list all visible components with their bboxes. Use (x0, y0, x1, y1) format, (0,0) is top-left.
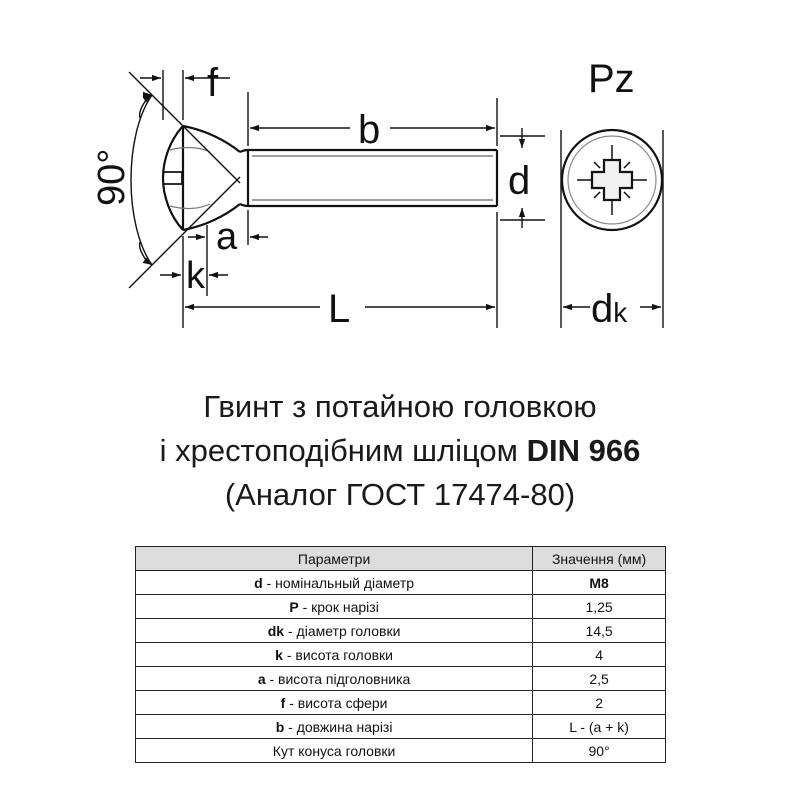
param-description: - діаметр головки (284, 622, 401, 639)
param-symbol: dk (267, 622, 285, 639)
dimension-lines (128, 70, 545, 328)
param-value: L - (a + k) (532, 714, 666, 739)
param-description: - довжина нарізі (284, 718, 393, 735)
param-cell: dk - діаметр головки (134, 618, 534, 643)
param-cell: Кут конуса головки (134, 738, 534, 763)
label-angle: 90° (91, 149, 133, 206)
screw-side-view (161, 124, 499, 232)
product-title: Гвинт з потайною головкою і хрестоподібн… (0, 385, 800, 517)
title-standard: DIN 966 (526, 433, 641, 468)
param-cell: a - висота підголовника (134, 666, 534, 691)
label-b: b (358, 108, 380, 152)
param-cell: b - довжина нарізі (134, 714, 534, 739)
param-description: - висота підголовника (265, 670, 411, 687)
screw-drawing: f b d a k L 90° Pz dk (91, 57, 664, 331)
param-description: - висота головки (282, 646, 393, 663)
label-L: L (328, 287, 350, 331)
spec-table: Параметри Значення (мм) d - номінальный … (134, 546, 666, 763)
param-symbol: a (257, 670, 266, 687)
screw-head-top-view (560, 128, 664, 328)
label-f: f (207, 61, 219, 105)
param-value: 4 (532, 642, 666, 667)
label-d: d (508, 159, 530, 203)
param-symbol: d (254, 574, 263, 591)
param-value: M8 (532, 570, 666, 595)
header-params: Параметри (134, 546, 534, 571)
label-pz: Pz (588, 57, 635, 101)
label-dk-sub: k (613, 297, 628, 328)
param-value: 90° (532, 738, 666, 763)
table-row: Кут конуса головки 90° (134, 738, 666, 763)
param-cell: P - крок нарізі (134, 594, 534, 619)
title-line-2-text: і хрестоподібним шліцом (159, 433, 527, 468)
param-value: 2,5 (532, 666, 666, 691)
param-value: 2 (532, 690, 666, 715)
param-description: Кут конуса головки (272, 742, 396, 759)
param-cell: f - висота сфери (134, 690, 534, 715)
header-values: Значення (мм) (532, 546, 666, 571)
param-description: - висота сфери (285, 694, 388, 711)
label-dk-main: d (591, 287, 613, 331)
param-description: - номінальный діаметр (262, 574, 415, 591)
param-symbol: P (289, 598, 299, 615)
param-cell: k - висота головки (134, 642, 534, 667)
label-a: a (216, 216, 238, 258)
param-symbol: k (275, 646, 283, 663)
param-cell: d - номінальный діаметр (134, 570, 534, 595)
param-value: 14,5 (532, 618, 666, 643)
param-value: 1,25 (532, 594, 666, 619)
param-symbol: b (275, 718, 285, 735)
title-line-1: Гвинт з потайною головкою (203, 389, 597, 424)
title-line-3: (Аналог ГОСТ 17474-80) (224, 477, 576, 512)
param-symbol: f (280, 694, 286, 711)
param-description: - крок нарізі (298, 598, 379, 615)
title-line-2: і хрестоподібним шліцом DIN 966 (0, 429, 800, 473)
label-dk: dk (591, 287, 628, 331)
table-header-row: Параметри Значення (мм) (134, 546, 666, 571)
label-k: k (186, 255, 206, 297)
